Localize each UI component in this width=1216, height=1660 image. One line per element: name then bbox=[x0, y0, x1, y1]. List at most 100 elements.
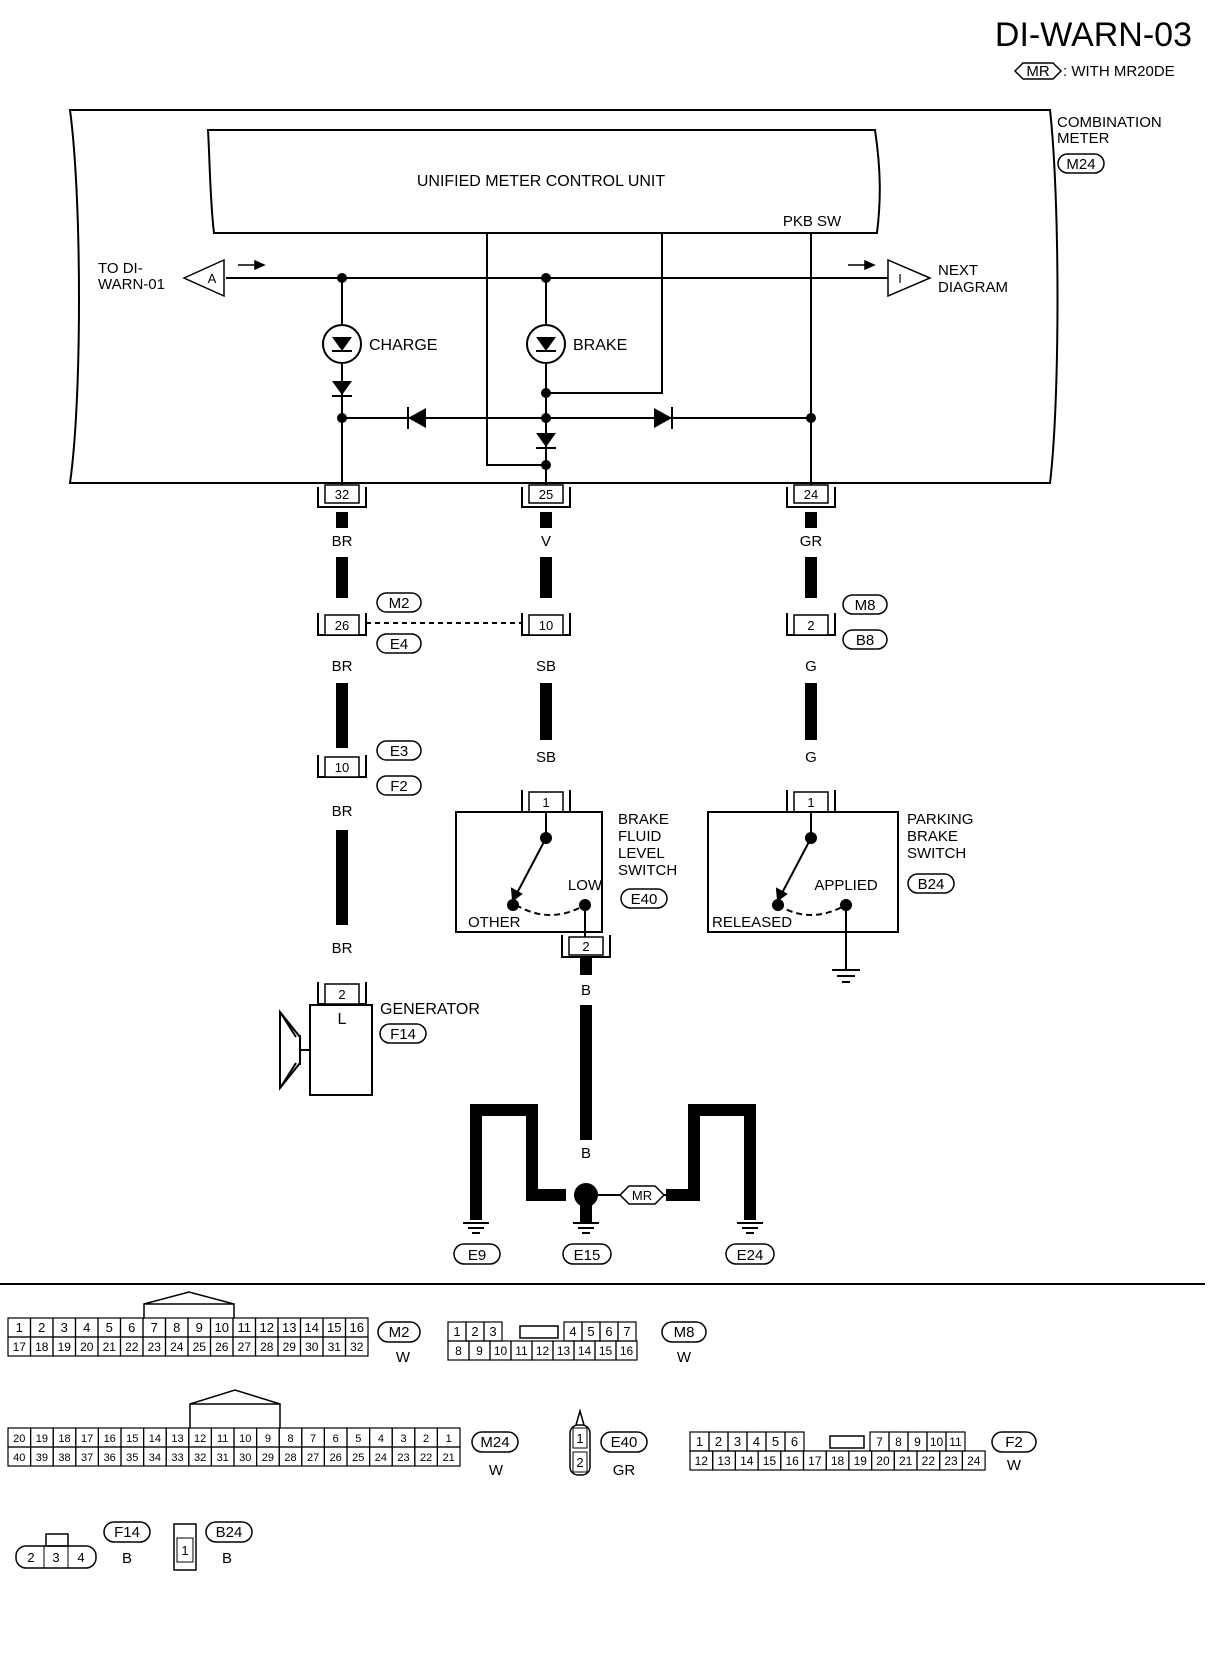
pin-number: 2 bbox=[423, 1433, 429, 1445]
pin-number: 22 bbox=[922, 1454, 936, 1468]
svg-text:2: 2 bbox=[807, 618, 814, 633]
parking-brake-ground-icon bbox=[832, 969, 860, 983]
generator-pulley-icon bbox=[279, 1009, 310, 1091]
connector-view-e40: 1 2 bbox=[569, 1408, 591, 1476]
f2-view-color: W bbox=[1007, 1457, 1022, 1474]
f2-latch-icon bbox=[829, 1435, 865, 1449]
wire-label-br-2: BR bbox=[332, 658, 353, 675]
wire-label-sb-2: SB bbox=[536, 749, 556, 766]
e40-badge-text: E40 bbox=[631, 891, 658, 908]
pin-number: 5 bbox=[106, 1320, 113, 1335]
pin-number: 7 bbox=[876, 1435, 883, 1449]
b24-badge-text: B24 bbox=[918, 876, 945, 893]
pin-number: 11 bbox=[949, 1435, 962, 1449]
pin-number: 25 bbox=[352, 1452, 364, 1464]
svg-text:10: 10 bbox=[335, 760, 349, 775]
e40-view-color: GR bbox=[613, 1462, 636, 1479]
brake-fluid-label-4: SWITCH bbox=[618, 862, 677, 879]
meter-pin-24: 24 bbox=[786, 484, 836, 508]
m24-view-badge-text: M24 bbox=[480, 1434, 509, 1451]
pin-number: 10 bbox=[494, 1344, 508, 1358]
wire-label-g-1: G bbox=[805, 658, 817, 675]
svg-text:10: 10 bbox=[539, 618, 553, 633]
b8-badge-text: B8 bbox=[856, 632, 874, 649]
brake-fluid-switch-box bbox=[455, 811, 603, 933]
f14-badge-text: F14 bbox=[390, 1026, 416, 1043]
pin-number: 16 bbox=[620, 1344, 634, 1358]
pin-number: 17 bbox=[808, 1454, 822, 1468]
to-di-warn-marker bbox=[182, 258, 225, 298]
inline-connector-e3-f2: 10 bbox=[317, 755, 367, 778]
brake-lamp-icon bbox=[526, 324, 566, 364]
svg-text:1: 1 bbox=[576, 1431, 583, 1446]
pin-number: 6 bbox=[605, 1324, 612, 1339]
generator-label: GENERATOR bbox=[380, 1001, 480, 1018]
m8-badge-text: M8 bbox=[855, 597, 876, 614]
e15-badge bbox=[562, 1243, 612, 1265]
pin-number: 9 bbox=[914, 1435, 921, 1449]
b8-badge bbox=[842, 629, 888, 650]
e4-badge bbox=[376, 633, 422, 654]
pin-number: 17 bbox=[81, 1433, 93, 1445]
pin-number: 15 bbox=[327, 1320, 341, 1335]
e24-badge bbox=[725, 1243, 775, 1265]
next-label-2: DIAGRAM bbox=[938, 279, 1008, 296]
pin-number: 12 bbox=[194, 1433, 206, 1445]
ground-splice-dot bbox=[574, 1183, 598, 1207]
m2-view-color: W bbox=[396, 1349, 411, 1366]
svg-text:1: 1 bbox=[807, 795, 814, 810]
mr-note: MR : WITH MR20DE bbox=[1013, 62, 1175, 80]
parking-brake-label-1: PARKING bbox=[907, 811, 973, 828]
cross-diode-left-icon bbox=[407, 407, 426, 429]
pin-number: 4 bbox=[83, 1320, 90, 1335]
pin-number: 36 bbox=[104, 1452, 116, 1464]
m2-latch-icon bbox=[143, 1291, 235, 1318]
svg-text:2: 2 bbox=[27, 1550, 34, 1565]
pin-number: 19 bbox=[36, 1433, 48, 1445]
pin-number: 16 bbox=[104, 1433, 116, 1445]
e40-view-badge bbox=[600, 1431, 648, 1453]
pin-number: 7 bbox=[310, 1433, 316, 1445]
pin-number: 3 bbox=[400, 1433, 406, 1445]
pin-number: 4 bbox=[569, 1324, 576, 1339]
m8-view-badge bbox=[661, 1321, 707, 1343]
pin-number: 22 bbox=[420, 1452, 432, 1464]
pin-number: 40 bbox=[13, 1452, 25, 1464]
pin-number: 25 bbox=[193, 1340, 207, 1354]
parking-brake-connector: 1 bbox=[786, 790, 836, 813]
connector-view-f14: 2 3 4 bbox=[15, 1533, 97, 1569]
f2-view-badge bbox=[991, 1431, 1037, 1453]
e40-view-badge-text: E40 bbox=[611, 1434, 638, 1451]
svg-text:1: 1 bbox=[542, 795, 549, 810]
m24-latch-icon bbox=[189, 1389, 281, 1428]
pin-number: 3 bbox=[489, 1324, 496, 1339]
pin-cell bbox=[961, 1450, 986, 1471]
ground-harness bbox=[470, 1104, 756, 1222]
pin-number: 15 bbox=[126, 1433, 138, 1445]
m24-badge bbox=[1057, 153, 1105, 174]
brake-diode-icon bbox=[536, 433, 556, 449]
f14-view-badge bbox=[103, 1521, 151, 1543]
page-title: DI-WARN-03 bbox=[995, 16, 1192, 54]
meter-pin-32: 32 bbox=[317, 484, 367, 508]
pin-number: 11 bbox=[217, 1433, 228, 1445]
pin-number: 14 bbox=[149, 1433, 161, 1445]
mr-badge bbox=[1013, 62, 1063, 80]
brake-fluid-label-2: FLUID bbox=[618, 828, 662, 845]
pin-number: 13 bbox=[282, 1320, 296, 1335]
pin-number: 13 bbox=[557, 1344, 571, 1358]
pin-number: 4 bbox=[378, 1433, 384, 1445]
wire-label-br-1: BR bbox=[332, 533, 353, 550]
pin-number: 15 bbox=[763, 1454, 777, 1468]
combination-meter-box bbox=[68, 109, 1059, 484]
generator-terminal-label: L bbox=[338, 1011, 347, 1028]
pin-number: 20 bbox=[80, 1340, 94, 1354]
svg-text:2: 2 bbox=[582, 939, 589, 954]
pin-number: 19 bbox=[58, 1340, 72, 1354]
pin-number: 1 bbox=[696, 1434, 703, 1449]
wire-label-sb-1: SB bbox=[536, 658, 556, 675]
pin-number: 20 bbox=[876, 1454, 890, 1468]
pin-number: 12 bbox=[260, 1320, 274, 1335]
internal-circuit bbox=[226, 233, 888, 488]
